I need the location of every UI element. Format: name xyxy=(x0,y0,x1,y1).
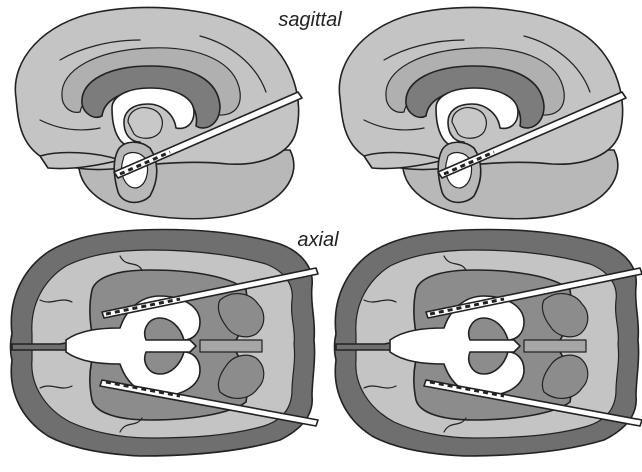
axial-brain-left xyxy=(11,230,315,456)
axial-label: axial xyxy=(297,229,339,251)
sagittal-panel-left xyxy=(15,7,302,218)
sagittal-panel-right xyxy=(339,7,626,218)
axial-brain-right xyxy=(335,230,639,456)
axial-panel-left xyxy=(11,230,319,456)
axial-panel-right xyxy=(335,230,642,456)
sagittal-label: sagittal xyxy=(278,9,342,31)
